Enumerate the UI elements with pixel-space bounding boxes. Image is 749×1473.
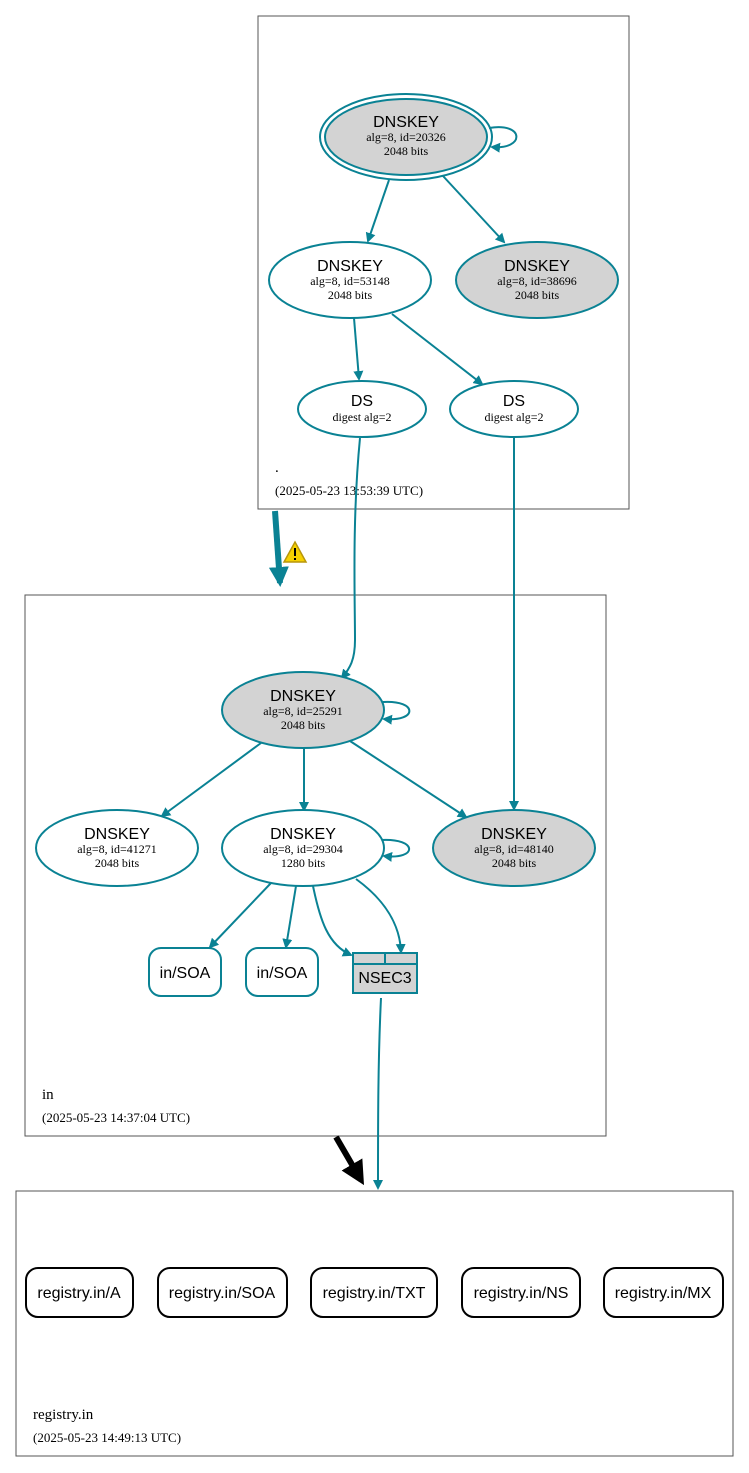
record-mx[interactable]: registry.in/MX [603, 1267, 724, 1318]
node-in-soa-1-label: in/SOA [160, 965, 211, 982]
node-root-ds2[interactable]: DS digest alg=2 [449, 380, 579, 438]
node-in-key-41271[interactable]: DNSKEY alg=8, id=41271 2048 bits [35, 809, 199, 887]
edge-in-ksk-to-key-48140 [349, 740, 468, 819]
node-root-zsk-title: DNSKEY [317, 258, 383, 275]
edge-in-zsk-self [380, 838, 411, 862]
node-root-key3[interactable]: DNSKEY alg=8, id=38696 2048 bits [455, 241, 619, 319]
node-in-soa-2[interactable]: in/SOA [245, 947, 319, 997]
node-root-ksk-details: alg=8, id=20326 [366, 130, 446, 144]
node-in-nsec3[interactable]: NSEC3 [352, 952, 418, 994]
node-root-ds2-title: DS [503, 393, 525, 410]
zone-root-timestamp: (2025-05-23 13:53:39 UTC) [275, 483, 423, 498]
node-root-key3-size: 2048 bits [515, 288, 560, 302]
edges-in [160, 700, 468, 957]
record-txt[interactable]: registry.in/TXT [310, 1267, 438, 1318]
record-soa[interactable]: registry.in/SOA [157, 1267, 288, 1318]
edges-delegation [268, 437, 519, 1190]
node-in-key-41271-details: alg=8, id=41271 [77, 842, 157, 856]
edge-in-ksk-self [382, 700, 411, 725]
edge-ds1-to-in-ksk [340, 437, 361, 680]
node-root-ksk[interactable]: DNSKEY alg=8, id=20326 2048 bits [319, 93, 493, 181]
edges-root [353, 126, 518, 386]
node-in-ksk-title: DNSKEY [270, 688, 336, 705]
node-root-key3-details: alg=8, id=38696 [497, 274, 577, 288]
edge-root-ksk-to-key3 [442, 175, 506, 244]
record-ns[interactable]: registry.in/NS [461, 1267, 581, 1318]
node-in-key-41271-size: 2048 bits [95, 856, 140, 870]
node-root-key3-title: DNSKEY [504, 258, 570, 275]
zone-in-timestamp: (2025-05-23 14:37:04 UTC) [42, 1110, 190, 1125]
node-in-zsk-size: 1280 bits [281, 856, 326, 870]
node-root-ds1[interactable]: DS digest alg=2 [297, 380, 427, 438]
node-in-ksk[interactable]: DNSKEY alg=8, id=25291 2048 bits [221, 671, 385, 749]
edge-in-zsk-to-nsec3-b [355, 878, 406, 954]
node-root-ds1-title: DS [351, 393, 373, 410]
node-in-soa-1[interactable]: in/SOA [148, 947, 222, 997]
node-in-nsec3-label: NSEC3 [358, 970, 411, 987]
record-txt-label: registry.in/TXT [323, 1285, 426, 1302]
record-ns-label: registry.in/NS [474, 1285, 569, 1302]
node-root-ds1-details: digest alg=2 [332, 410, 391, 424]
node-root-ds2-details: digest alg=2 [484, 410, 543, 424]
node-in-ksk-details: alg=8, id=25291 [263, 704, 343, 718]
node-root-ksk-title: DNSKEY [373, 114, 439, 131]
zone-registry: registry.in (2025-05-23 14:49:13 UTC) [15, 1190, 734, 1457]
zone-registry-name: registry.in [33, 1407, 94, 1423]
record-a-label: registry.in/A [37, 1285, 121, 1302]
node-root-zsk-size: 2048 bits [328, 288, 373, 302]
zone-registry-timestamp: (2025-05-23 14:49:13 UTC) [33, 1430, 181, 1445]
node-in-key-48140[interactable]: DNSKEY alg=8, id=48140 2048 bits [432, 809, 596, 887]
edge-in-to-registry-delegation [333, 1135, 365, 1186]
edge-in-zsk-to-soa2 [282, 885, 297, 949]
node-root-zsk-details: alg=8, id=53148 [310, 274, 390, 288]
edge-root-ksk-self [488, 126, 518, 153]
record-soa-label: registry.in/SOA [169, 1285, 276, 1302]
node-in-zsk-details: alg=8, id=29304 [263, 842, 343, 856]
node-in-key-48140-size: 2048 bits [492, 856, 537, 870]
edge-root-to-in-delegation [268, 510, 289, 587]
node-root-ksk-size: 2048 bits [384, 144, 429, 158]
record-a[interactable]: registry.in/A [25, 1267, 134, 1318]
edge-root-zsk-to-ds2 [391, 313, 484, 386]
warning-triangle-icon [282, 540, 308, 563]
node-in-key-48140-title: DNSKEY [481, 826, 547, 843]
edge-in-ksk-to-key-41271 [160, 742, 262, 818]
node-in-soa-2-label: in/SOA [257, 965, 308, 982]
node-in-ksk-size: 2048 bits [281, 718, 326, 732]
edge-in-zsk-to-nsec3-a [312, 885, 353, 957]
edge-root-ksk-to-zsk [365, 179, 390, 243]
node-root-zsk[interactable]: DNSKEY alg=8, id=53148 2048 bits [268, 241, 432, 319]
edge-nsec3-to-registry [373, 997, 384, 1190]
node-in-key-48140-details: alg=8, id=48140 [474, 842, 554, 856]
node-in-zsk-title: DNSKEY [270, 826, 336, 843]
edge-in-zsk-to-soa1 [208, 882, 272, 949]
zone-in-name: in [42, 1087, 54, 1103]
zone-root-name: . [275, 460, 279, 476]
node-in-key-41271-title: DNSKEY [84, 826, 150, 843]
record-mx-label: registry.in/MX [615, 1285, 712, 1302]
edge-root-zsk-to-ds1 [353, 317, 364, 381]
node-in-zsk[interactable]: DNSKEY alg=8, id=29304 1280 bits [221, 809, 385, 887]
